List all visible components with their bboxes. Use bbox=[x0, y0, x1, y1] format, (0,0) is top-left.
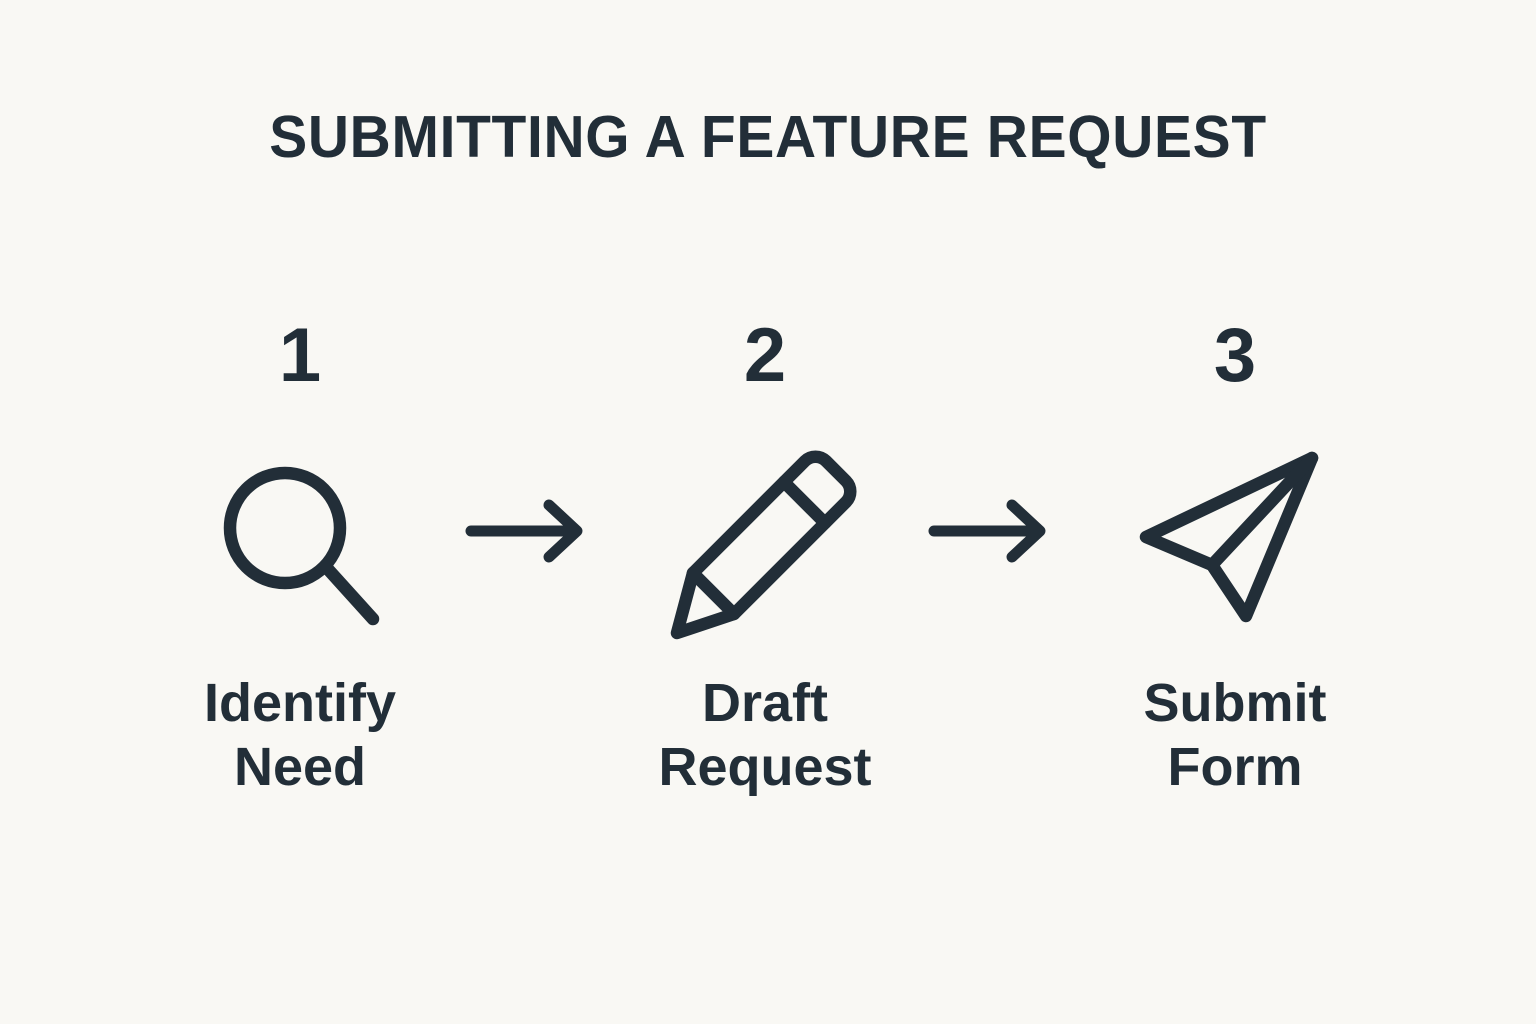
step-number: 2 bbox=[743, 313, 787, 398]
step-label: Submit Form bbox=[1143, 673, 1327, 797]
flow-step-identify-need: 1 Identify Need bbox=[135, 300, 465, 860]
flow-step-submit-form: 3 Submit Form bbox=[1070, 300, 1400, 860]
arrow-right-icon bbox=[928, 499, 1046, 563]
step-icon-wrapper bbox=[600, 440, 930, 650]
flow-connector-2 bbox=[918, 496, 1058, 566]
paper-plane-icon bbox=[1139, 451, 1319, 623]
flow-step-draft-request: 2 Draft Request bbox=[600, 300, 930, 860]
step-icon-wrapper bbox=[135, 440, 465, 650]
flow-connector-1 bbox=[455, 496, 595, 566]
step-number: 1 bbox=[278, 313, 322, 398]
step-label: Identify Need bbox=[203, 673, 396, 797]
step-icon-wrapper bbox=[1070, 440, 1400, 650]
step-label: Draft Request bbox=[658, 673, 872, 797]
arrow-right-icon bbox=[465, 499, 583, 563]
page-title: SUBMITTING A FEATURE REQUEST bbox=[269, 104, 1267, 170]
step-number: 3 bbox=[1213, 313, 1257, 398]
pencil-icon bbox=[670, 450, 857, 640]
magnifying-glass-icon bbox=[223, 466, 380, 626]
process-flow: 1 Identify Need 2 bbox=[0, 300, 1536, 860]
